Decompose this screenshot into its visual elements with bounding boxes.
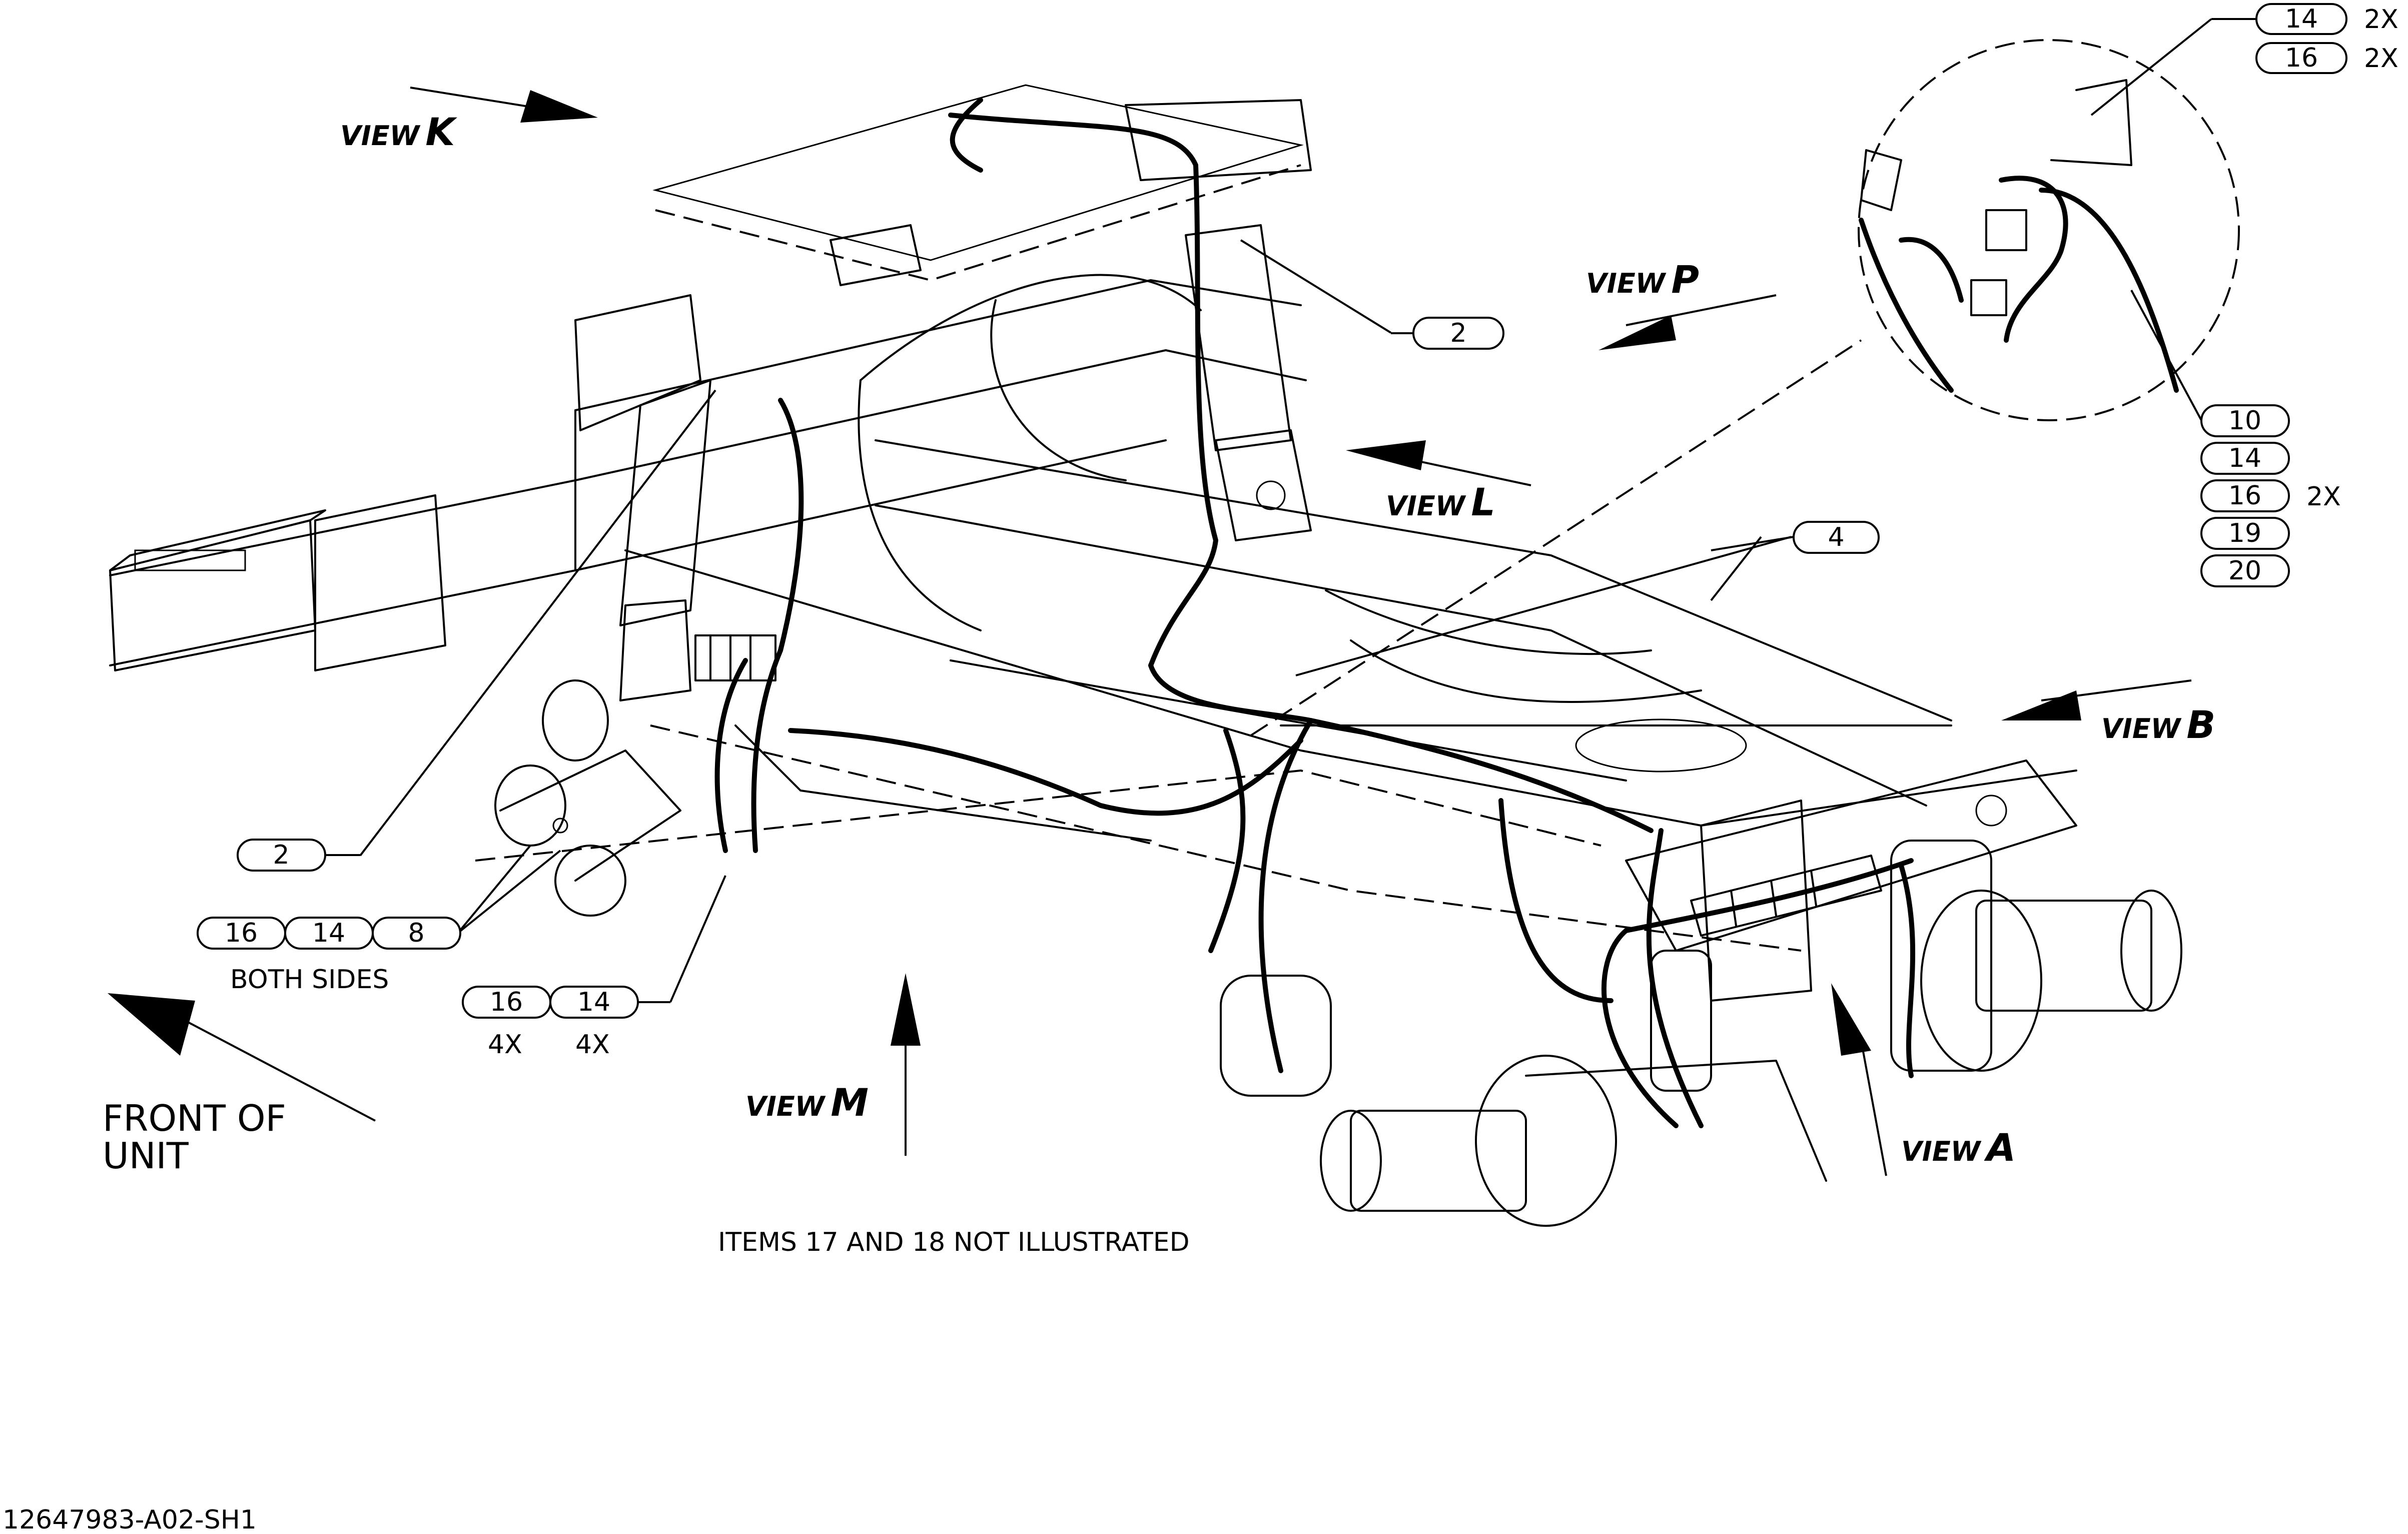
svg-text:4X: 4X <box>575 1030 610 1060</box>
balloon-14-top <box>2255 3 2347 35</box>
svg-text:14: 14 <box>2285 4 2318 34</box>
detail-right-balloons: 10 14 16 2X 19 20 <box>2200 404 2341 587</box>
svg-text:16: 16 <box>490 987 523 1017</box>
rear-walking-beam <box>1625 759 2077 1092</box>
balloon-group-16-14: 16 14 4X 4X <box>462 986 670 1060</box>
balloon-group-16-14-8: 16 14 8 BOTH SIDES <box>197 917 461 995</box>
detail-top-balloons: 14 2X 16 2X <box>2255 3 2398 74</box>
balloon-2-right: 2 <box>1391 317 1504 350</box>
svg-text:16: 16 <box>225 918 258 948</box>
svg-text:14: 14 <box>2228 443 2261 473</box>
drawing-number: 12647983-A02-SH1 <box>3 1505 257 1534</box>
svg-text:2X: 2X <box>2364 44 2398 74</box>
balloon-2-left: 2 <box>237 839 360 872</box>
balloon-14-detail <box>2200 442 2290 475</box>
not-illustrated-note: ITEMS 17 AND 18 NOT ILLUSTRATED <box>718 1227 1190 1257</box>
hydraulic-hoses <box>714 98 1916 1128</box>
svg-text:20: 20 <box>2228 556 2261 586</box>
svg-text:4: 4 <box>1828 522 1844 552</box>
svg-text:14: 14 <box>577 987 610 1017</box>
detail-view <box>1858 39 2240 421</box>
valve-bank-right <box>1690 855 1882 937</box>
front-box <box>109 494 446 671</box>
front-of-unit-line1: FRONT OF <box>103 1097 286 1139</box>
balloon-20 <box>2200 554 2290 587</box>
leader-lines <box>359 18 2256 1003</box>
svg-text:8: 8 <box>408 918 424 948</box>
balloon-16-top <box>2255 42 2347 74</box>
valve-bank-left <box>694 634 776 681</box>
svg-text:10: 10 <box>2228 406 2261 436</box>
rear-axle-right <box>1890 840 2182 1072</box>
svg-text:16: 16 <box>2285 43 2318 73</box>
rear-axle-left <box>1220 975 1827 1227</box>
view-arrows <box>108 87 2192 1176</box>
svg-text:19: 19 <box>2228 518 2261 548</box>
cylinder-left <box>619 379 711 701</box>
balloon-19 <box>2200 517 2290 550</box>
main-frame <box>109 274 2077 952</box>
both-sides-note: BOTH SIDES <box>230 965 389 995</box>
balloon-10 <box>2200 404 2290 437</box>
svg-text:2X: 2X <box>2364 5 2398 35</box>
upper-deck-plate <box>652 84 1304 282</box>
svg-text:16: 16 <box>2228 481 2261 511</box>
left-crossmember <box>574 99 1312 431</box>
balloon-4: 4 <box>1793 521 1880 554</box>
cylinder-right <box>1185 224 1312 541</box>
svg-text:2: 2 <box>1450 318 1466 348</box>
front-of-unit-line2: UNIT <box>103 1135 189 1177</box>
svg-text:14: 14 <box>312 918 345 948</box>
svg-text:2: 2 <box>273 840 289 870</box>
balloon-16-detail <box>2200 479 2290 512</box>
svg-text:2X: 2X <box>2306 482 2341 512</box>
svg-text:4X: 4X <box>488 1030 522 1060</box>
